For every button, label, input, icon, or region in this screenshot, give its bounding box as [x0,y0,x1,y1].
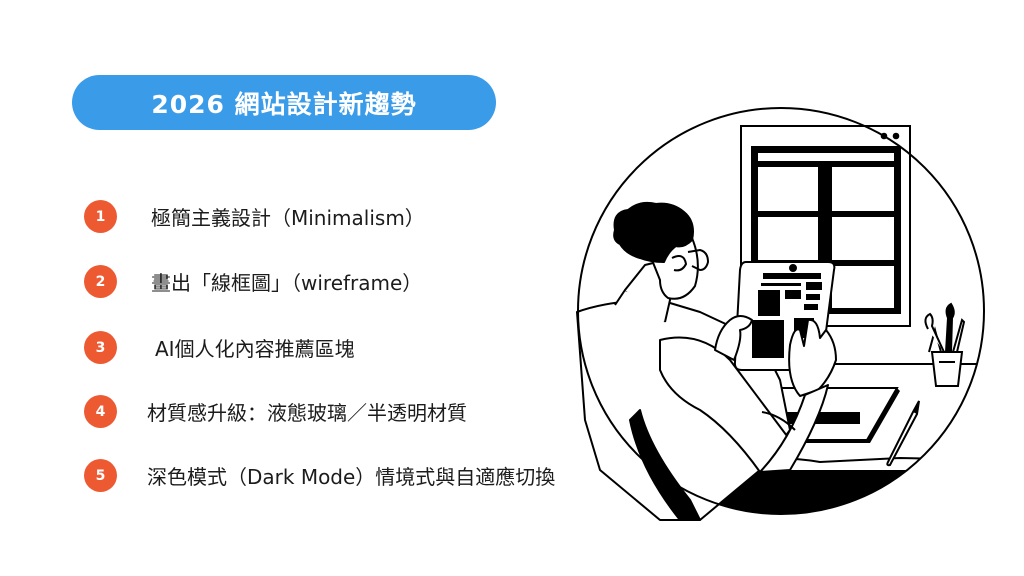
number-badge: 5 [84,459,117,492]
trend-item-4: 4 材質感升級：液態玻璃／半透明材質 [84,395,467,428]
tablet-camera-icon [789,264,797,272]
person [576,201,837,521]
page-title: 2026 網站設計新趨勢 [151,89,417,119]
number-badge: 3 [84,331,117,364]
trend-label: 畫出「線框圖」（wireframe） [151,271,423,295]
illustration-circle [577,107,985,515]
trend-label: 深色模式（Dark Mode）情境式與自適應切換 [147,465,556,489]
trend-label: 極簡主義設計（Minimalism） [151,206,425,230]
trend-label: 材質感升級：液態玻璃／半透明材質 [147,401,467,425]
trend-item-1: 1 極簡主義設計（Minimalism） [84,200,425,233]
window-dot-icon [892,132,900,140]
pencil-icon [886,400,920,467]
brush-cup-icon [924,302,966,387]
number-badge: 2 [84,265,117,298]
trend-item-5: 5 深色模式（Dark Mode）情境式與自適應切換 [84,459,555,492]
title-banner: 2026 網站設計新趨勢 [72,75,496,130]
trend-item-3: 3 AI個人化內容推薦區塊 [84,331,355,364]
designer-illustration [576,107,985,521]
number-badge: 4 [84,395,117,428]
trend-item-2: 2 畫出「線框圖」（wireframe） [84,265,422,298]
number-badge: 1 [84,200,117,233]
trend-label: AI個人化內容推薦區塊 [155,337,355,361]
